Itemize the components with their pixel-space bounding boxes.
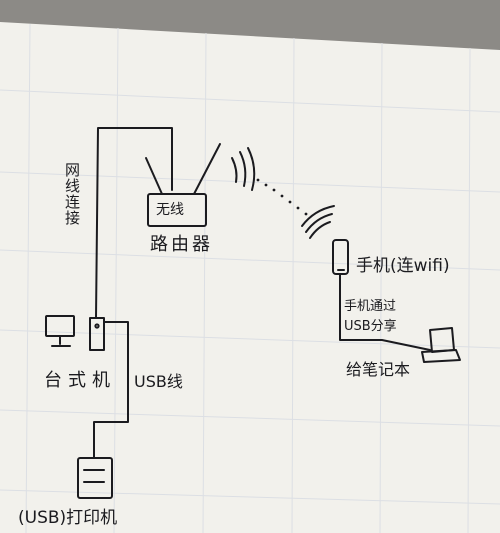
wireless-router-icon [145, 143, 221, 227]
wifi-signal-icon-phone [301, 205, 335, 239]
phone-usb-cable [339, 273, 431, 351]
wireless-link [256, 178, 308, 216]
monitor-icon [45, 315, 75, 347]
network-cable [95, 127, 173, 319]
phone-share-label-1: 手机通过 [344, 299, 397, 314]
desktop-label: 台式机 [44, 370, 116, 391]
wifi-signal-icon [231, 147, 256, 191]
printer-icon [77, 457, 113, 499]
laptop-icon [421, 327, 461, 363]
paper-sheet [0, 22, 500, 533]
paper-grid [0, 23, 500, 533]
usb-cable-label: USB线 [134, 372, 183, 391]
laptop-label: 给笔记本 [346, 360, 411, 379]
router-label: 路由器 [150, 234, 213, 255]
phone-label: 手机(连wifi) [356, 256, 450, 276]
phone-share-label-2: USB分享 [344, 319, 397, 334]
cable-connection-label: 网线连接 [63, 162, 81, 226]
pc-tower-icon [89, 317, 105, 351]
router-box-label: 无线 [156, 202, 184, 218]
printer-label: (USB)打印机 [18, 508, 118, 528]
usb-cable [93, 321, 129, 459]
